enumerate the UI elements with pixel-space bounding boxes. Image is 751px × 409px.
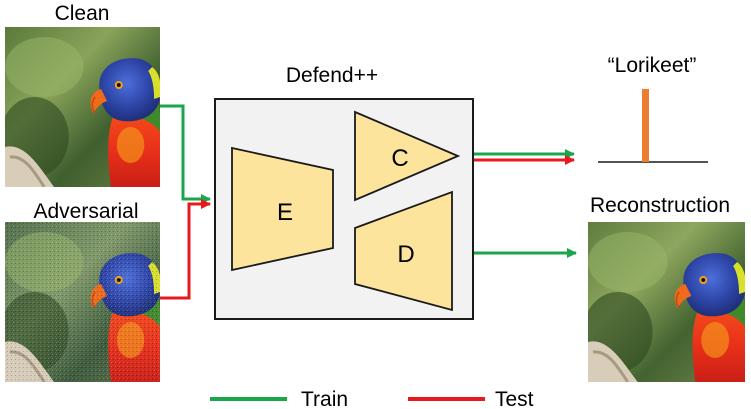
encoder-module: E [231, 146, 334, 272]
prediction-bar [642, 89, 649, 162]
test-input-arrow [160, 199, 211, 300]
legend: Train Test [210, 388, 534, 409]
reconstruction-label: Reconstruction [590, 194, 730, 217]
decoder-label: D [397, 241, 414, 268]
legend-train-label: Train [301, 388, 348, 409]
defend-title: Defend++ [286, 64, 378, 87]
prediction-label: “Lorikeet” [608, 54, 697, 77]
adversarial-image [5, 222, 160, 382]
clean-image [5, 27, 160, 187]
encoder-label: E [277, 199, 293, 226]
classifier-module: C [354, 110, 461, 202]
adversarial-label: Adversarial [33, 200, 138, 223]
classifier-label: C [391, 145, 408, 172]
reconstruction-image [588, 222, 745, 382]
legend-test-label: Test [495, 388, 534, 409]
decoder-module: D [354, 190, 453, 312]
clean-label: Clean [55, 2, 110, 25]
train-input-arrow [160, 104, 211, 204]
